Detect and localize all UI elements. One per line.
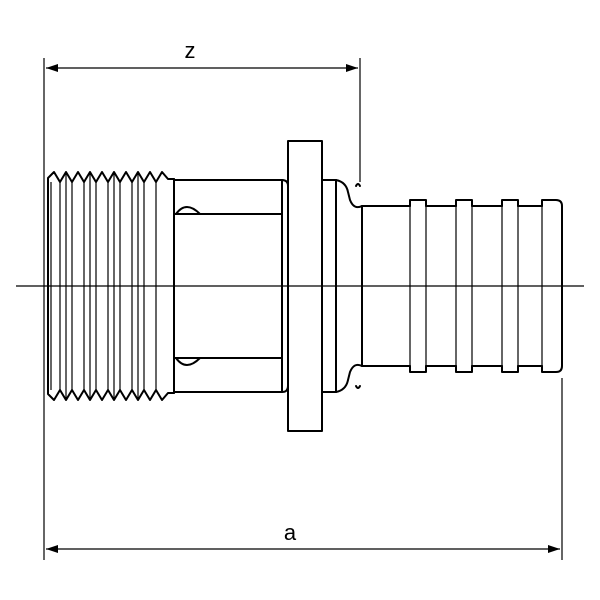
barb-section (361, 199, 563, 373)
extension-lines (43, 58, 563, 560)
flange (287, 140, 337, 432)
barb-transition (335, 179, 363, 393)
dimension-z-label: z (185, 38, 196, 63)
dimension-z: z (46, 38, 358, 72)
body-section (173, 179, 289, 393)
dimension-a-label: a (284, 520, 297, 545)
dimension-a: a (46, 520, 560, 553)
